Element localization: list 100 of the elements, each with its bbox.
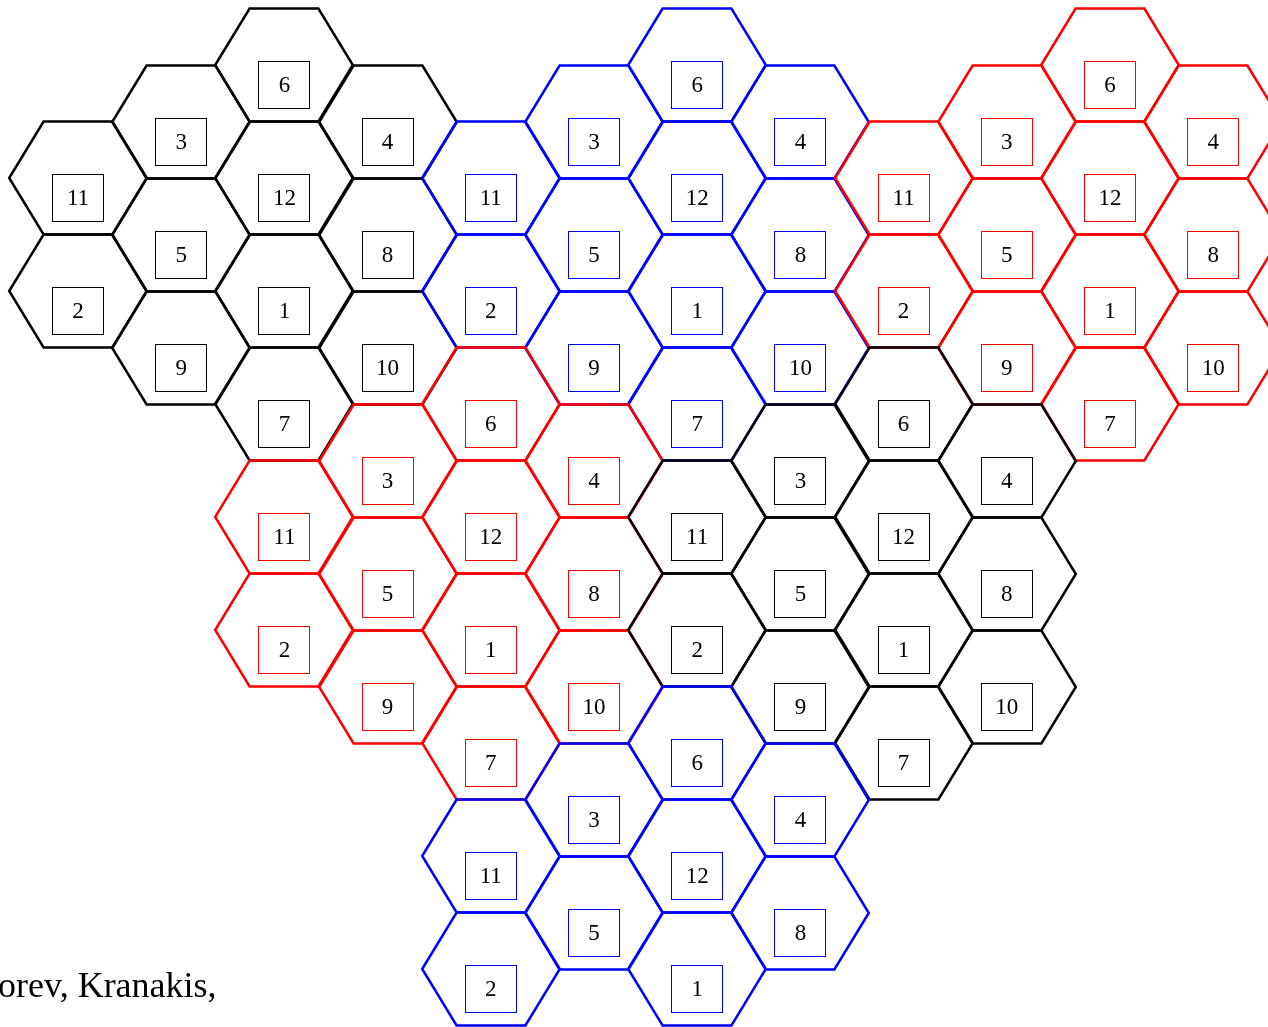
cell-number: 10 xyxy=(361,343,414,392)
cell-number: 9 xyxy=(361,682,414,731)
cell-number: 6 xyxy=(464,400,517,448)
hexagon-cell xyxy=(8,120,148,236)
hexagon-cell xyxy=(214,7,355,123)
cell-number: 4 xyxy=(568,456,620,505)
hexagon-cell xyxy=(730,63,871,180)
hexagon-cell xyxy=(214,120,355,236)
cell-number: 1 xyxy=(671,287,724,335)
cell-number: 8 xyxy=(1187,230,1240,279)
hexagon-cell xyxy=(730,402,871,519)
cell-number: 8 xyxy=(980,569,1033,618)
cell-number: 3 xyxy=(155,117,208,166)
cell-number: 1 xyxy=(464,626,517,674)
cell-number: 2 xyxy=(671,626,724,674)
cell-number: 5 xyxy=(980,230,1033,279)
cell-number: 11 xyxy=(671,513,724,561)
cell-number: 2 xyxy=(258,626,311,674)
cell-number: 8 xyxy=(361,230,414,279)
cell-number: 11 xyxy=(258,513,311,561)
cell-number: 4 xyxy=(774,795,827,844)
cell-number: 12 xyxy=(464,513,517,561)
hexagon-cell xyxy=(317,176,458,293)
cell-number: 7 xyxy=(877,739,930,787)
cell-number: 7 xyxy=(258,400,311,448)
hexagon-cell xyxy=(833,685,974,801)
cell-number: 1 xyxy=(671,965,724,1013)
hexagon-cell xyxy=(524,854,664,971)
hexagon-cell xyxy=(214,572,355,688)
hexagon-cell xyxy=(317,63,458,180)
cell-number: 12 xyxy=(1084,174,1136,222)
cell-number: 6 xyxy=(877,400,930,448)
cell-number: 10 xyxy=(774,343,827,392)
cell-number: 5 xyxy=(568,230,620,279)
cell-number: 9 xyxy=(774,682,827,731)
hexagon-cell xyxy=(420,798,561,914)
cell-number: 3 xyxy=(568,117,620,166)
cell-number: 8 xyxy=(774,230,827,279)
cell-number: 1 xyxy=(877,626,930,674)
cell-number: 9 xyxy=(980,343,1033,392)
cell-number: 6 xyxy=(258,61,311,109)
cell-number: 4 xyxy=(980,456,1033,505)
cell-number: 11 xyxy=(52,174,104,222)
hexagon-cell xyxy=(730,289,871,406)
hexagon-cell xyxy=(1040,346,1180,462)
cell-number: 1 xyxy=(1084,287,1136,335)
cell-number: 5 xyxy=(155,230,208,279)
cell-number: 12 xyxy=(671,174,724,222)
cell-number: 2 xyxy=(464,965,517,1013)
hexagon-cell xyxy=(833,120,974,236)
cell-number: 8 xyxy=(774,908,827,957)
hexagon-cell xyxy=(420,911,561,1027)
cell-number: 12 xyxy=(671,852,724,900)
hexagon-cell xyxy=(420,120,561,236)
cell-number: 4 xyxy=(1187,117,1240,166)
hexagon-cell xyxy=(936,515,1077,632)
hexagon-cell xyxy=(8,233,148,349)
hexagon-cell xyxy=(420,233,561,349)
cell-number: 4 xyxy=(361,117,414,166)
hexagon-cell xyxy=(730,515,871,632)
hexagon-cell xyxy=(936,628,1077,745)
hexagon-cell xyxy=(936,402,1077,519)
cell-number: 7 xyxy=(671,400,724,448)
cell-number: 4 xyxy=(774,117,827,166)
cell-number: 9 xyxy=(568,343,620,392)
hexagon-cell xyxy=(730,854,871,971)
hexagon-cell xyxy=(214,233,355,349)
hexagon-cell xyxy=(833,233,974,349)
hexagon-cell xyxy=(627,459,768,575)
hexagon-cell xyxy=(730,628,871,745)
cell-number: 3 xyxy=(774,456,827,505)
hexagon-cell xyxy=(730,176,871,293)
cell-number: 3 xyxy=(568,795,620,844)
hexagon-cell xyxy=(317,289,458,406)
cell-number: 5 xyxy=(568,908,620,957)
hexagon-cell xyxy=(833,572,974,688)
hexagon-cell xyxy=(111,289,252,406)
hexagon-cell xyxy=(833,459,974,575)
cell-number: 11 xyxy=(464,174,517,222)
cell-number: 9 xyxy=(155,343,208,392)
cell-number: 3 xyxy=(361,456,414,505)
hexagon-cell xyxy=(214,459,355,575)
author-text: orev, Kranakis, xyxy=(0,964,217,1006)
cell-number: 7 xyxy=(464,739,517,787)
cell-number: 2 xyxy=(877,287,930,335)
cell-number: 12 xyxy=(258,174,311,222)
cell-number: 3 xyxy=(980,117,1033,166)
hexagon-cell xyxy=(730,741,871,858)
cell-number: 6 xyxy=(671,61,724,109)
hexagon-cell xyxy=(317,628,458,745)
hexagon-cell xyxy=(833,346,974,462)
cell-number: 5 xyxy=(774,569,827,618)
hexagon-cell xyxy=(1143,63,1268,180)
hexagon-cell xyxy=(214,346,355,462)
cell-number: 11 xyxy=(464,852,517,900)
cell-number: 8 xyxy=(568,569,620,618)
cell-number: 12 xyxy=(877,513,930,561)
cell-number: 2 xyxy=(52,287,104,335)
hexagon-cell xyxy=(627,911,768,1027)
cell-number: 10 xyxy=(980,682,1033,731)
